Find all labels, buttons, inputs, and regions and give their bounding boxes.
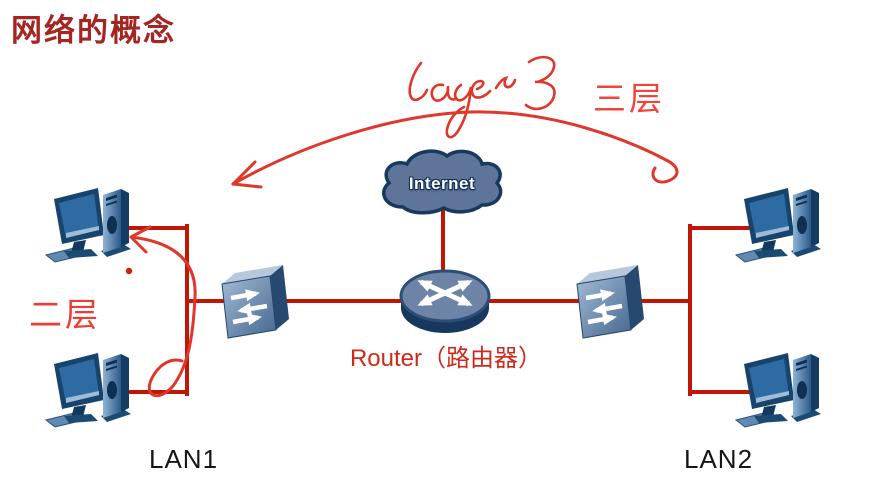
switch-icon-left <box>222 265 289 338</box>
slide-title: 网络的概念 <box>11 13 176 48</box>
computer-icon-lan1-top <box>45 187 132 263</box>
internet-cloud-icon <box>382 149 503 215</box>
layer3-arc-annotation <box>231 110 679 189</box>
layer3-label: 三层 <box>593 82 665 118</box>
lan1-label: LAN1 <box>149 444 219 474</box>
internet-label: Internet <box>408 174 476 193</box>
layer2-label: 二层 <box>29 298 101 334</box>
computer-icon-lan2-bottom <box>735 352 822 428</box>
red-dot <box>125 267 133 275</box>
router-label: Router（路由器） <box>349 345 543 372</box>
switch-icon-right <box>577 265 644 338</box>
router-icon <box>399 269 491 333</box>
computer-icon-lan2-top <box>735 187 822 263</box>
lan2-label: LAN2 <box>684 444 754 474</box>
layer3-handwriting <box>408 55 556 139</box>
computer-icon-lan1-bottom <box>45 352 132 428</box>
layer2-arc-annotation <box>129 225 197 398</box>
